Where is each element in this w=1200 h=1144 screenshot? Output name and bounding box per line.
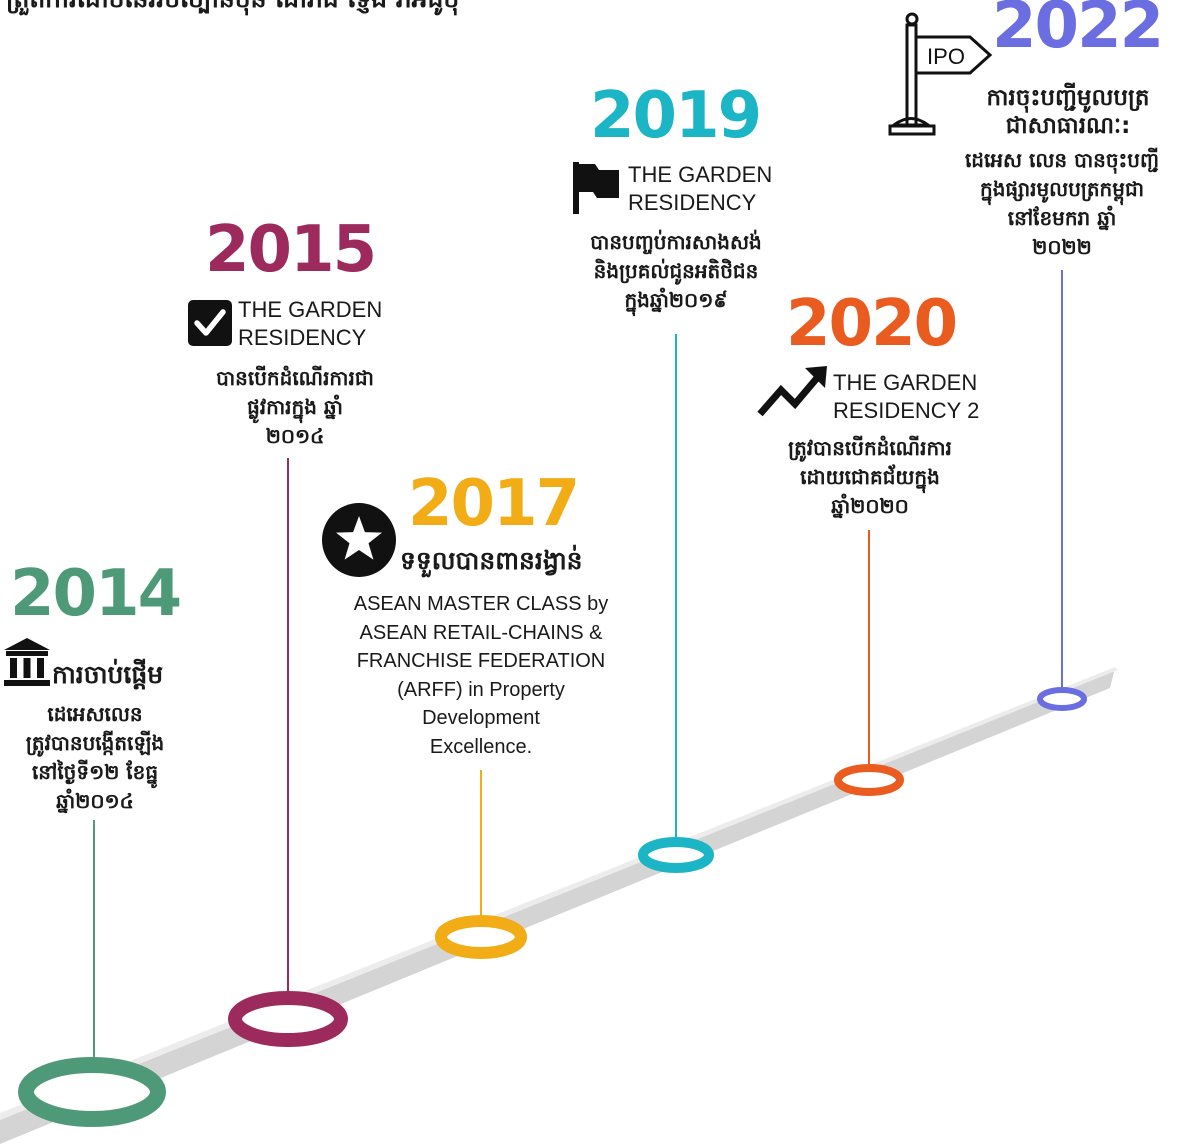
desc-2014-line: ឆ្នាំ២០១៤ [56,789,134,813]
desc-2019-line: និងប្រគល់ជូនអតិថិជន [593,259,759,283]
desc-2015: បានបើកដំណើរការជា ផ្លូវការក្នុង ឆ្នាំ ២០១… [180,364,410,451]
title-2022-line: ជាសាធារណៈ: [1005,113,1131,139]
desc-2017-line: ASEAN RETAIL-CHAINS & [359,621,603,644]
ring-2022 [1037,687,1087,711]
year-2014: 2014 [10,557,182,631]
desc-2017: ASEAN MASTER CLASS by ASEAN RETAIL-CHAIN… [326,590,636,761]
subtitle-2020-line: RESIDENCY 2 [833,398,980,423]
bank-icon [4,638,50,686]
ring-2019 [638,837,714,873]
subtitle-2015: THE GARDEN RESIDENCY [238,296,382,352]
desc-2022-line: ២០២២ [1032,235,1092,259]
desc-2022: ដេអេស លេន បានចុះបញ្ជី ក្នុងផ្សារមូលបត្រក… [930,146,1194,262]
desc-2019: បានបញ្ចប់ការសាងសង់ និងប្រគល់ជូនអតិថិជន ក… [552,228,800,315]
flag-icon [573,162,619,214]
desc-2014-line: ត្រូវបានបង្កើតឡើង [25,731,165,755]
checkbox-icon [188,300,232,346]
desc-2020-line: ឆ្នាំ២០២០ [831,494,909,518]
subtitle-2019-line: THE GARDEN [628,162,773,187]
subtitle-2015-line: RESIDENCY [238,325,367,350]
desc-2014-line: ដេ​អេស​លេន [47,702,143,726]
page-header: ត្រួតការដៅចិនៃរវបច្បោនបុន ដៅរាធ ទ្ញេង រា… [6,0,459,20]
trend-up-icon [757,366,827,417]
ring-2017 [435,915,527,959]
desc-2015-line: ផ្លូវការក្នុង ឆ្នាំ [247,395,343,419]
desc-2015-line: បានបើកដំណើរការជា [216,366,374,390]
desc-2020-line: ដោយជោគជ័យក្នុង [800,465,940,489]
title-2022: ការចុះបញ្ជីមូលបត្រ ជាសាធារណៈ: [940,84,1196,140]
title-2022-line: ការចុះបញ្ជីមូលបត្រ [986,85,1150,111]
desc-2014: ដេ​អេស​លេន ត្រូវបានបង្កើតឡើង នៅថ្ងៃទី១២ … [0,700,190,816]
year-2019: 2019 [590,79,762,153]
ring-2014 [18,1057,166,1127]
desc-2020: ត្រូវបានបើកដំណើរការ ដោយជោគជ័យក្នុង ឆ្នាំ… [750,434,990,521]
desc-2019-line: បានបញ្ចប់ការសាងសង់ [590,230,762,254]
subtitle-2020: THE GARDEN RESIDENCY 2 [833,369,979,425]
desc-2017-line: Excellence. [429,735,533,758]
desc-2022-line: នៅខែមករា ឆ្នាំ [1007,206,1117,230]
year-2017: 2017 [408,467,580,541]
subtitle-2019-line: RESIDENCY [628,190,757,215]
ring-2020 [834,764,904,796]
desc-2017-line: (ARFF) in Property [397,678,565,701]
ipo-label: IPO [927,44,965,69]
subtitle-2019: THE GARDEN RESIDENCY [628,161,772,217]
subtitle-2020-line: THE GARDEN [833,370,978,395]
year-2020: 2020 [786,287,958,361]
subtitle-2015-line: THE GARDEN [238,297,383,322]
star-icon [322,503,396,577]
desc-2022-line: ក្នុងផ្សារមូលបត្រកម្ពុជា [980,177,1144,201]
year-2015: 2015 [205,213,377,287]
ring-2015 [228,991,348,1047]
desc-2017-line: ASEAN MASTER CLASS by [353,593,609,615]
title-2014: ការចាប់ផ្តើម [52,660,164,689]
desc-2017-line: Development [422,707,540,729]
desc-2019-line: ក្នុងឆ្នាំ២០១៩ [624,288,728,312]
desc-2020-line: ត្រូវបានបើកដំណើរការ [788,436,952,460]
desc-2014-line: នៅថ្ងៃទី១២ ខែធ្នូ [31,760,159,784]
desc-2015-line: ២០១៤ [265,424,325,448]
title-2017: ទទួលបានពានរង្វាន់ [400,546,583,575]
desc-2022-line: ដេអេស លេន បានចុះបញ្ជី [964,148,1160,172]
desc-2017-line: FRANCHISE FEDERATION [356,650,606,672]
year-2022: 2022 [992,0,1164,63]
ipo-flag-icon: IPO [888,12,993,136]
